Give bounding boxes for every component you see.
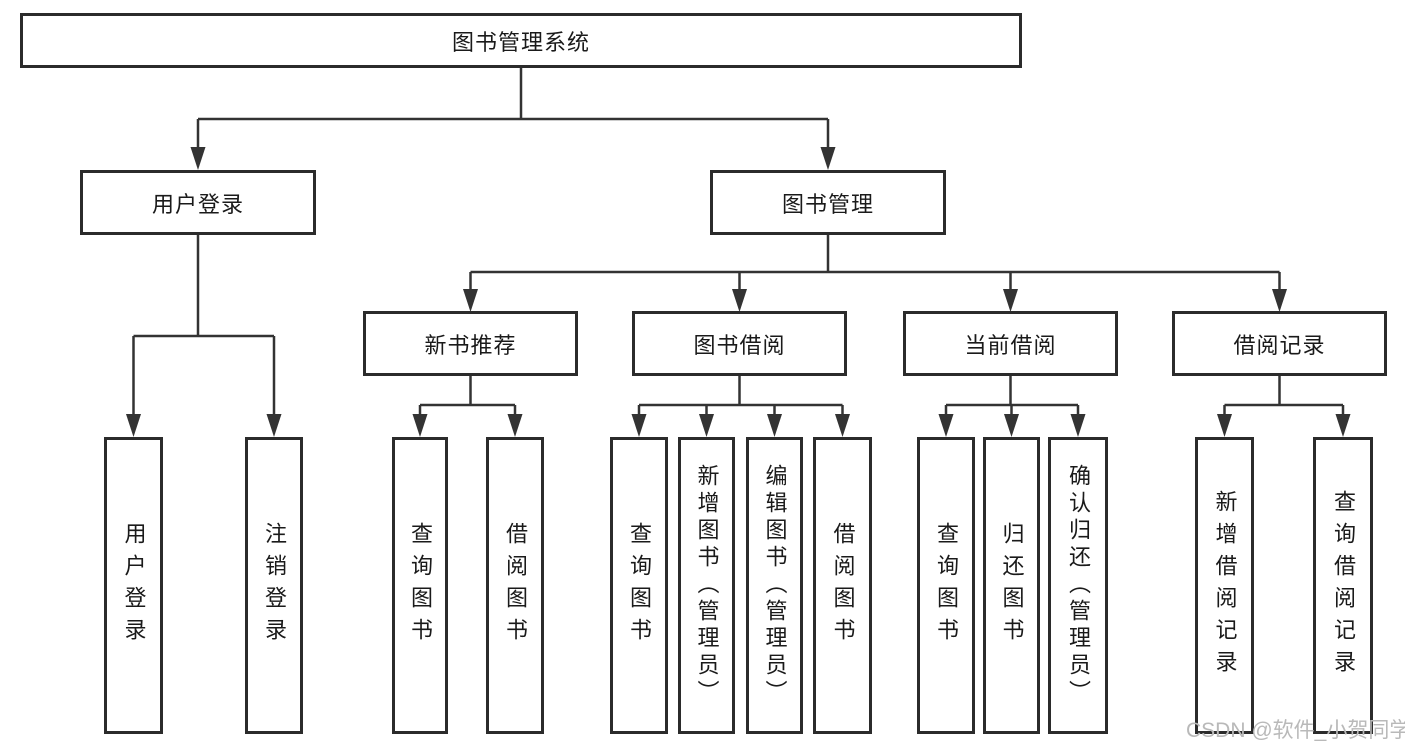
node-leaf-edit-book: 编辑图书（管理员） — [746, 437, 803, 734]
node-leaf-query-book-1: 查询图书 — [392, 437, 448, 734]
node-leaf-query-record: 查询借阅记录 — [1313, 437, 1373, 734]
node-book-mgmt: 图书管理 — [710, 170, 946, 235]
node-leaf-add-book: 新增图书（管理员） — [678, 437, 735, 734]
node-label: 用户登录 — [121, 521, 147, 650]
node-leaf-user-login: 用户登录 — [104, 437, 163, 734]
node-label: 注销登录 — [262, 521, 287, 650]
node-leaf-add-record: 新增借阅记录 — [1195, 437, 1254, 734]
node-borrow-records: 借阅记录 — [1172, 311, 1387, 376]
node-label: 编辑图书（管理员） — [762, 464, 788, 707]
node-book-borrow: 图书借阅 — [632, 311, 847, 376]
node-current-borrow: 当前借阅 — [903, 311, 1118, 376]
node-leaf-borrow-book-2: 借阅图书 — [813, 437, 872, 734]
node-label: 查询借阅记录 — [1331, 489, 1356, 682]
node-leaf-query-book-2: 查询图书 — [610, 437, 668, 734]
watermark: CSDN @软件_小贺同学 — [1186, 719, 1405, 742]
node-label: 新增图书（管理员） — [694, 464, 720, 707]
node-leaf-logout: 注销登录 — [245, 437, 303, 734]
node-root: 图书管理系统 — [20, 13, 1022, 68]
node-leaf-confirm-return: 确认归还（管理员） — [1048, 437, 1108, 734]
node-label: 归还图书 — [999, 521, 1025, 650]
node-label: 查询图书 — [627, 521, 652, 650]
node-leaf-borrow-book-1: 借阅图书 — [486, 437, 544, 734]
node-leaf-query-book-3: 查询图书 — [917, 437, 975, 734]
node-label: 借阅图书 — [503, 521, 528, 650]
node-label: 查询图书 — [408, 521, 433, 650]
node-user-login: 用户登录 — [80, 170, 316, 235]
node-label: 新增借阅记录 — [1212, 489, 1238, 682]
node-leaf-return-book: 归还图书 — [983, 437, 1040, 734]
node-label: 确认归还（管理员） — [1066, 464, 1091, 707]
node-new-book-rec: 新书推荐 — [363, 311, 578, 376]
node-label: 查询图书 — [934, 521, 959, 650]
node-label: 借阅图书 — [830, 521, 856, 650]
